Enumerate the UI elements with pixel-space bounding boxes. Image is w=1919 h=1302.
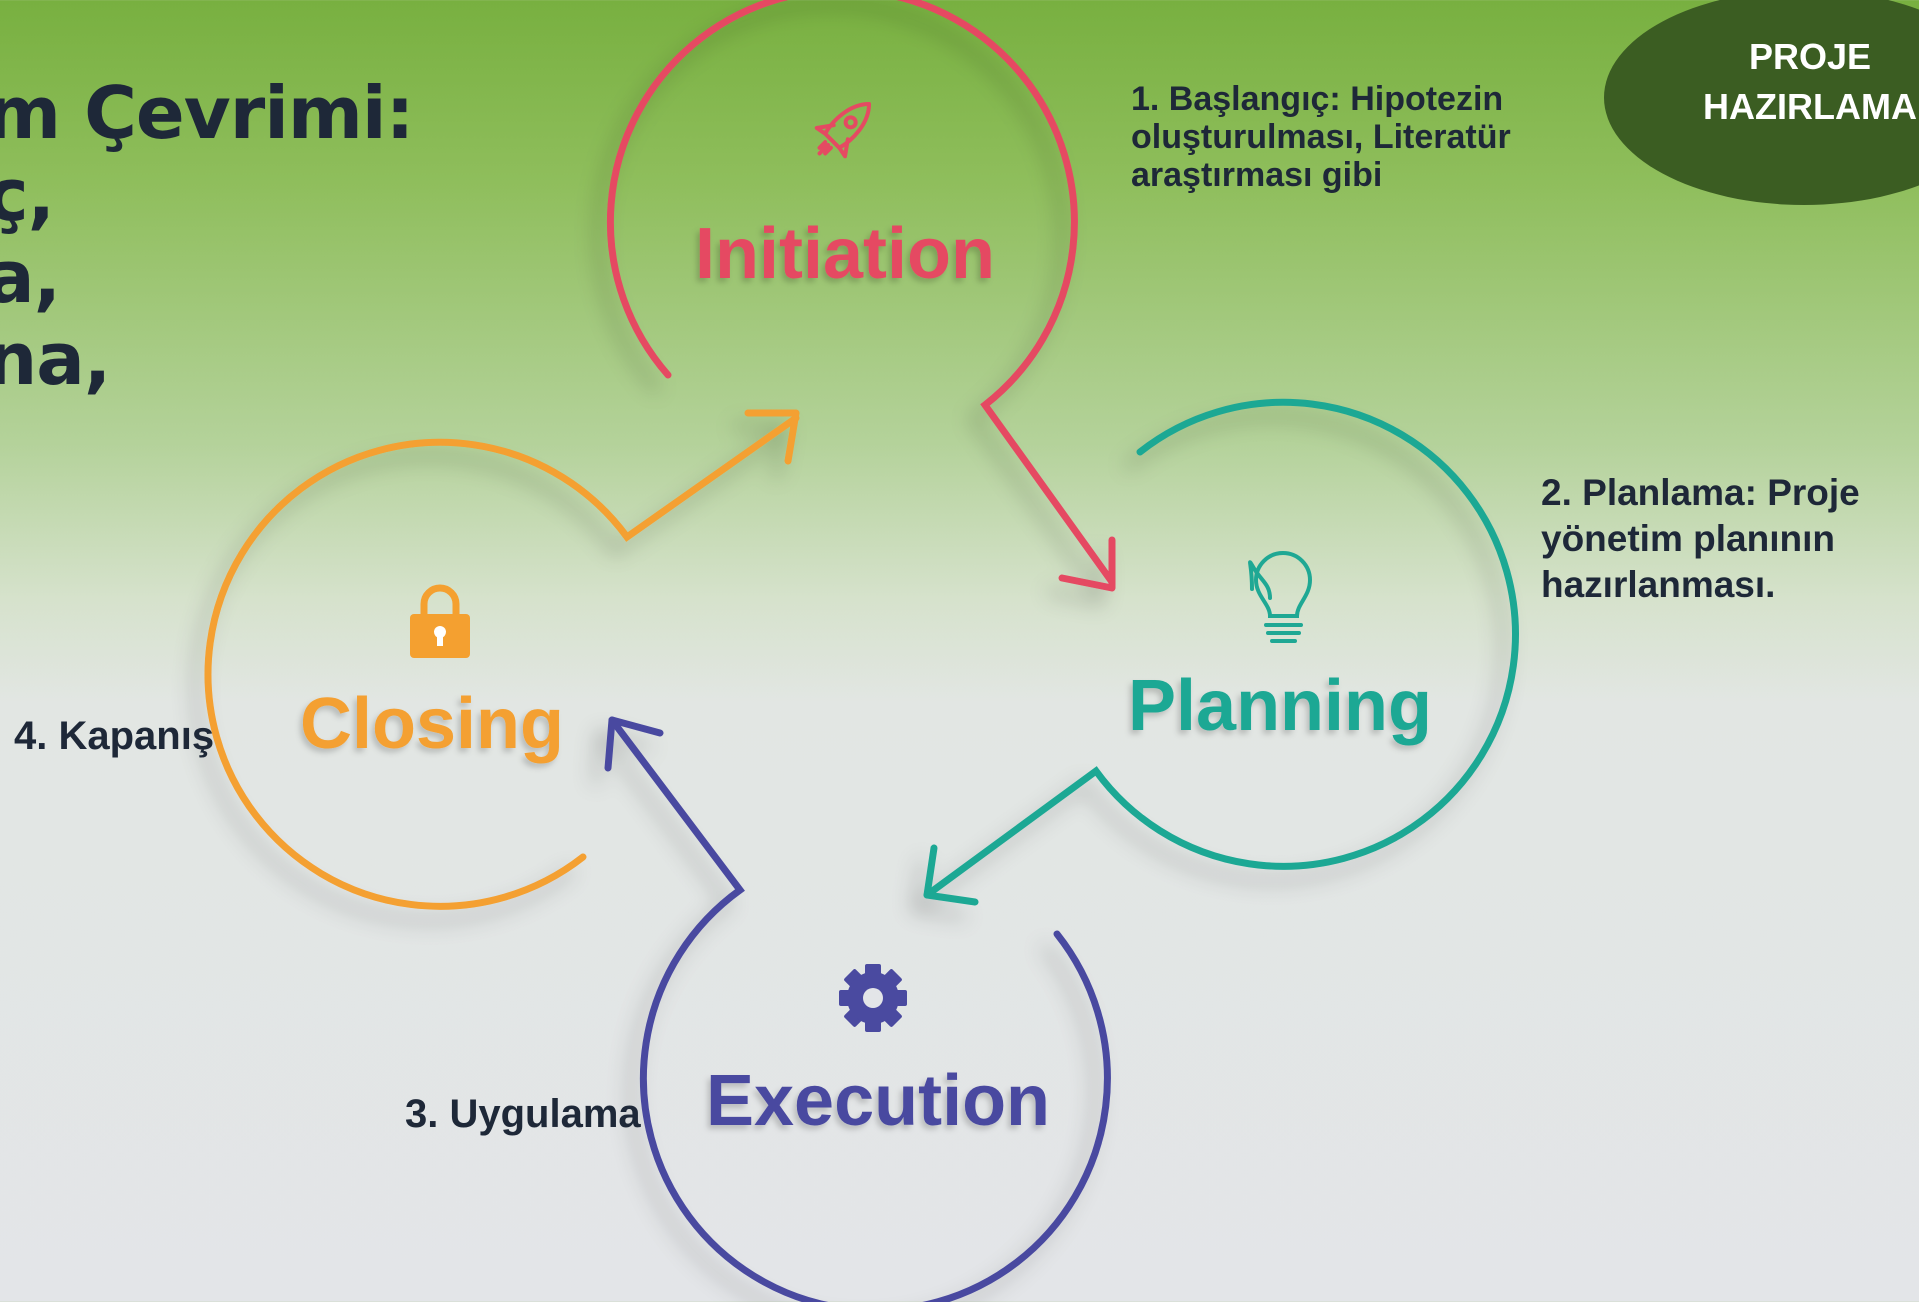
- phase-label-execution: Execution: [706, 1061, 1050, 1141]
- initiation-ring: [606, 0, 1116, 592]
- lock-icon: [410, 584, 470, 658]
- planning-ring: [923, 398, 1519, 906]
- phase-label-planning: Planning: [1128, 666, 1432, 746]
- note-planning: 2. Planlama: Proje yönetim planının hazı…: [1541, 472, 1860, 605]
- phase-label-closing: Closing: [300, 684, 564, 764]
- execution-arc: [608, 716, 1111, 1302]
- initiation-arc: [606, 0, 1116, 586]
- closing-arrowhead: [744, 409, 800, 465]
- closing-ring: [204, 409, 800, 910]
- closing-arc: [204, 414, 800, 910]
- badge-label: PROJE HAZIRLAMA: [1703, 36, 1917, 127]
- execution-arrowhead: [604, 716, 664, 772]
- note-closing: 4. Kapanış: [14, 714, 215, 758]
- lightbulb-icon: [1248, 551, 1313, 643]
- rocket-icon: [814, 101, 872, 159]
- note-initiation: 1. Başlangıç: Hipotezin oluşturulması, L…: [1131, 80, 1511, 194]
- planning-arrowhead: [923, 844, 979, 906]
- execution-ring: [604, 716, 1111, 1302]
- note-execution: 3. Uygulama: [405, 1092, 641, 1136]
- initiation-arrowhead: [1058, 536, 1116, 592]
- slide-title: m Çevrimi: ç, a, na,: [0, 71, 414, 401]
- phase-label-initiation: Initiation: [695, 214, 995, 294]
- planning-arc: [923, 398, 1519, 899]
- gear-icon: [839, 964, 907, 1032]
